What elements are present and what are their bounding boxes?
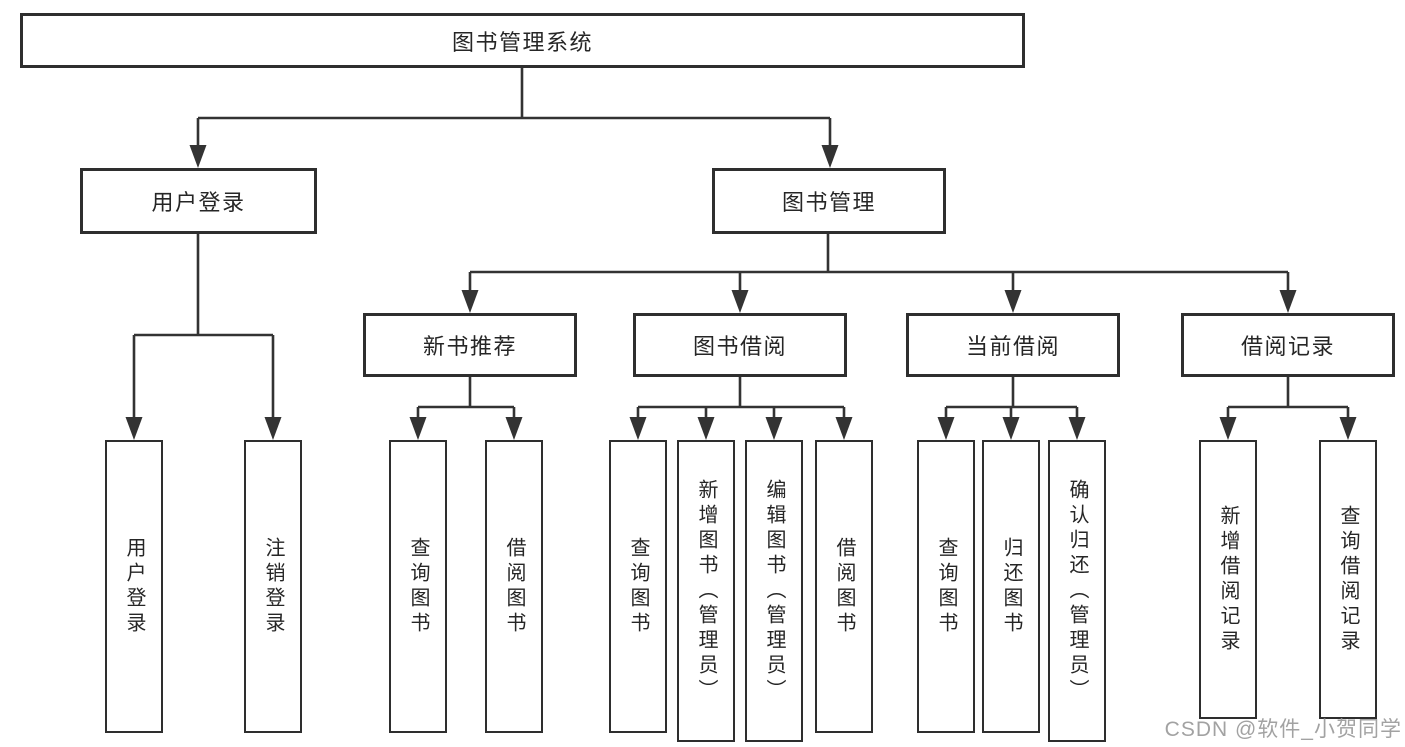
leaf-query-books-recommend: 查询图书 [389,440,447,733]
node-root: 图书管理系统 [20,13,1025,68]
leaf-label: 编辑图书（管理员） [763,478,785,704]
leaf-borrow-books-recommend: 借阅图书 [485,440,543,733]
node-current-borrow: 当前借阅 [906,313,1120,377]
node-label: 当前借阅 [965,334,1060,359]
leaf-label: 借阅图书 [503,536,525,637]
csdn-watermark: CSDN @软件_小贺同学 [1164,718,1402,741]
node-borrow-records: 借阅记录 [1181,313,1395,377]
leaf-label: 归还图书 [1000,536,1022,637]
leaf-query-books-current: 查询图书 [917,440,975,733]
node-label: 用户登录 [151,190,246,215]
node-label: 图书借阅 [692,334,787,359]
leaf-logout: 注销登录 [244,440,302,733]
node-label: 图书管理 [781,190,876,215]
leaf-label: 借阅图书 [833,536,855,637]
leaf-borrow-books: 借阅图书 [815,440,873,733]
leaf-edit-books-admin: 编辑图书（管理员） [745,440,803,742]
leaf-confirm-return-admin: 确认归还（管理员） [1048,440,1106,742]
leaf-label: 用户登录 [123,536,145,637]
node-label: 借阅记录 [1240,334,1335,359]
node-book-management: 图书管理 [712,168,946,234]
leaf-query-books-borrow: 查询图书 [609,440,667,733]
leaf-label: 新增图书（管理员） [695,478,717,704]
leaf-add-borrow-record: 新增借阅记录 [1199,440,1257,719]
leaf-label: 注销登录 [262,536,284,637]
leaf-add-books-admin: 新增图书（管理员） [677,440,735,742]
node-label: 新书推荐 [422,334,517,359]
leaf-label: 查询图书 [407,536,429,637]
leaf-label: 新增借阅记录 [1217,504,1239,655]
leaf-label: 查询借阅记录 [1337,504,1359,655]
leaf-return-books: 归还图书 [982,440,1040,733]
node-root-label: 图书管理系统 [451,29,593,55]
leaf-label: 查询图书 [627,536,649,637]
node-book-borrow: 图书借阅 [633,313,847,377]
node-user-login: 用户登录 [80,168,317,234]
node-new-book-recommend: 新书推荐 [363,313,577,377]
leaf-label: 确认归还（管理员） [1066,478,1088,704]
leaf-query-borrow-record: 查询借阅记录 [1319,440,1377,719]
leaf-user-login: 用户登录 [105,440,163,733]
leaf-label: 查询图书 [935,536,957,637]
